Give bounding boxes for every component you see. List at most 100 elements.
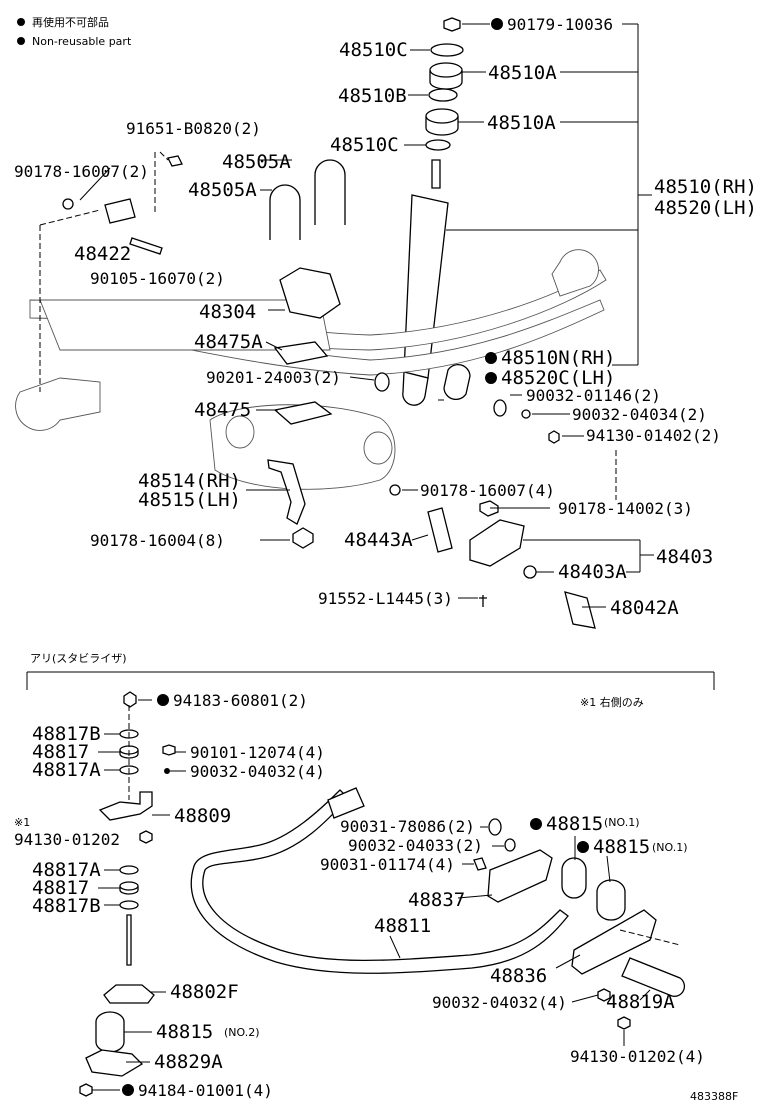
washer-90032-04032b-icon bbox=[597, 988, 611, 1002]
label-48817A-top: 48817A bbox=[32, 759, 101, 781]
label-91651: 91651-B0820(2) bbox=[126, 119, 261, 138]
label-90178-14002: 90178-14002(3) bbox=[558, 499, 693, 518]
bracket-48836-icon bbox=[571, 909, 657, 975]
bracket-48809-icon bbox=[98, 791, 153, 821]
bolt-91651-icon bbox=[167, 155, 183, 167]
bracket-48514-icon bbox=[267, 459, 306, 525]
legend-en: Non-reusable part bbox=[32, 35, 132, 48]
washer-90031-78086-icon bbox=[488, 818, 502, 836]
nut-90178-16004-icon bbox=[292, 527, 314, 549]
label-94183: 94183-60801(2) bbox=[173, 691, 308, 710]
label-48042A: 48042A bbox=[610, 597, 679, 619]
nut-90178-icon bbox=[62, 198, 74, 210]
bolt-94184-icon bbox=[79, 1083, 93, 1097]
shock-absorber-icon bbox=[403, 194, 449, 379]
leaf-spring-assembly bbox=[15, 155, 607, 629]
label-91552: 91552-L1445(3) bbox=[318, 589, 453, 608]
label-48304: 48304 bbox=[199, 301, 256, 323]
legend: 再使用不可部品 Non-reusable part bbox=[17, 15, 132, 48]
bolt-48819A-icon bbox=[621, 957, 686, 997]
axle-housing-icon bbox=[209, 404, 396, 490]
bolt-48403A-icon bbox=[523, 565, 537, 579]
washer-90032-04033-icon bbox=[504, 838, 516, 852]
shock-mount-stack bbox=[402, 17, 471, 406]
label-48817B-top: 48817B bbox=[32, 723, 101, 745]
upper-labels: 90179-10036 48510C 48510A 48510B 48510A … bbox=[14, 15, 757, 619]
link-rod-icon bbox=[126, 914, 132, 966]
bracket-48403-icon bbox=[469, 519, 525, 567]
washer-48510C-icon bbox=[430, 43, 464, 57]
bushing-48815-no1a-icon bbox=[561, 857, 587, 899]
nut-94130-icon bbox=[548, 430, 560, 444]
bracket-48042A-icon bbox=[564, 591, 596, 629]
label-48809: 48809 bbox=[174, 805, 231, 827]
label-48520LH: 48520(LH) bbox=[654, 197, 757, 219]
spring-eye-rear-icon bbox=[15, 377, 101, 431]
stabilizer-title: アリ(スタビライザ) bbox=[30, 652, 127, 665]
bushing-48510N-icon bbox=[443, 363, 471, 401]
bracket-48422-icon bbox=[104, 198, 136, 224]
label-94130-01402: 94130-01402(2) bbox=[586, 426, 721, 445]
plate-48443A-icon bbox=[427, 507, 453, 553]
label-48819A: 48819A bbox=[606, 991, 675, 1013]
upper-leaders bbox=[39, 151, 654, 608]
label-90032-04034: 90032-04034(2) bbox=[572, 405, 707, 424]
nut-90178-16007-icon bbox=[389, 484, 401, 496]
bushing-48815-no2-icon bbox=[95, 1011, 125, 1053]
footer-code: 483388F bbox=[690, 1090, 738, 1103]
nut-94130-01202b-icon bbox=[617, 1016, 631, 1030]
stack-leaders bbox=[404, 23, 652, 366]
label-90031-01174: 90031-01174(4) bbox=[320, 855, 455, 874]
label-90032-01146: 90032-01146(2) bbox=[526, 386, 661, 405]
label-48403A: 48403A bbox=[558, 561, 627, 583]
label-94130-01202-bot: 94130-01202(4) bbox=[570, 1047, 705, 1066]
bolt-90105-icon bbox=[129, 237, 163, 255]
label-48505A-2: 48505A bbox=[188, 179, 257, 201]
label-48475: 48475 bbox=[194, 399, 251, 421]
note-right-side: ※1 右側のみ bbox=[580, 695, 644, 709]
label-48510RH: 48510(RH) bbox=[654, 176, 757, 198]
label-48520C: 48520C(LH) bbox=[501, 367, 615, 389]
note-marker: ※1 bbox=[14, 816, 30, 829]
plate-48475A-icon bbox=[273, 341, 329, 365]
label-48815-no2: 48815 bbox=[156, 1021, 213, 1043]
washer-90032-04034-icon bbox=[521, 409, 531, 419]
plate-48475-icon bbox=[273, 401, 333, 425]
label-90031-78086: 90031-78086(2) bbox=[340, 817, 475, 836]
label-94130-01202-left: 94130-01202 bbox=[14, 830, 120, 849]
washer-90201-icon bbox=[374, 372, 390, 392]
nut-90179-icon bbox=[443, 17, 461, 32]
washer-48817B2-icon bbox=[119, 900, 139, 910]
label-48817-bot: 48817 bbox=[32, 877, 89, 899]
spring-eye-front-icon bbox=[551, 249, 599, 297]
label-48510A-mid: 48510A bbox=[487, 112, 556, 134]
nut-94183-icon bbox=[123, 691, 137, 708]
label-90105: 90105-16070(2) bbox=[90, 269, 225, 288]
label-90178-16007-2: 90178-16007(2) bbox=[14, 162, 149, 181]
label-48510C-top: 48510C bbox=[339, 39, 408, 61]
washer-90032-04032-icon bbox=[164, 768, 170, 774]
label-48815-no1a: 48815 bbox=[546, 813, 603, 835]
label-no1a: (NO.1) bbox=[604, 816, 640, 829]
bolt-90101-icon bbox=[162, 744, 176, 756]
label-90032-04032-top: 90032-04032(4) bbox=[190, 762, 325, 781]
stabilizer-parts bbox=[79, 691, 686, 1097]
bolt-91552-icon bbox=[479, 595, 487, 607]
label-48817-top: 48817 bbox=[32, 741, 89, 763]
washer-48510B-icon bbox=[428, 88, 458, 102]
nut-94130-01202-icon bbox=[139, 830, 153, 844]
label-48510N: 48510N(RH) bbox=[501, 347, 615, 369]
washer-90032-01146-icon bbox=[493, 399, 507, 417]
u-bolt-a-icon bbox=[269, 184, 301, 240]
label-90201: 90201-24003(2) bbox=[206, 368, 341, 387]
label-90179-10036: 90179-10036 bbox=[507, 15, 613, 34]
label-48475A: 48475A bbox=[194, 331, 263, 353]
label-48837: 48837 bbox=[408, 889, 465, 911]
label-48510C-mid: 48510C bbox=[330, 134, 399, 156]
label-90032-04033: 90032-04033(2) bbox=[348, 836, 483, 855]
label-48505A-1: 48505A bbox=[222, 151, 291, 173]
label-48811: 48811 bbox=[374, 915, 431, 937]
label-48817A-bot: 48817A bbox=[32, 859, 101, 881]
stabilizer-labels: 94183-60801(2) 48817B 48817 48817A 90101… bbox=[14, 691, 705, 1100]
